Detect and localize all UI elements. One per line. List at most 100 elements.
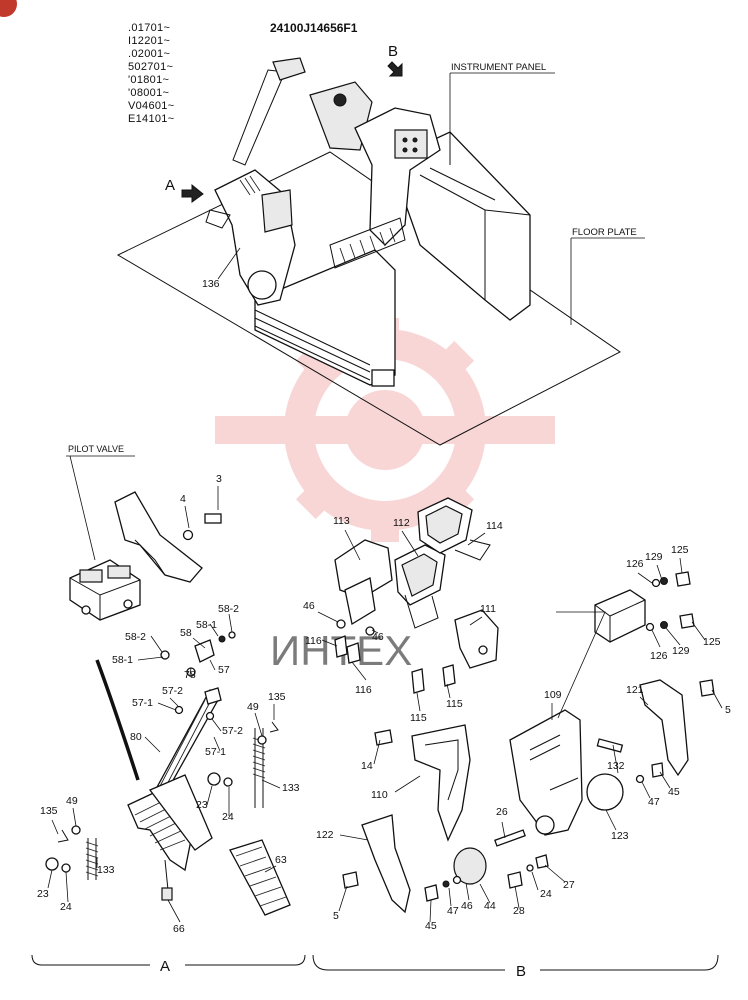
pedal-pad-tread [235, 846, 287, 907]
part-number: 57-2 [222, 725, 243, 737]
serial-range: '01801~ [128, 74, 169, 86]
part-number: 78 [184, 669, 196, 681]
part-number: 49 [247, 701, 259, 713]
svg-text:B: B [516, 963, 526, 980]
part-number: 129 [672, 645, 690, 657]
part-number: 115 [410, 712, 427, 724]
serial-range: I12201~ [128, 35, 170, 47]
part-number: 132 [607, 760, 625, 772]
part-number: 23 [37, 888, 49, 900]
part-number: 24 [60, 901, 72, 913]
part-number: 58-2 [218, 603, 239, 615]
part-number: 3 [216, 473, 222, 485]
serial-range: E14101~ [128, 113, 174, 125]
part-number: 133 [97, 864, 115, 876]
part-number: 123 [611, 830, 629, 842]
pilot-valve-label: PILOT VALVE [68, 444, 124, 454]
floor-plate-label: FLOOR PLATE [572, 227, 637, 238]
view-arrow-b: B [387, 43, 403, 77]
part-number: 49 [66, 795, 78, 807]
part-number: 45 [668, 786, 680, 798]
part-number: 5 [725, 704, 731, 716]
part-number: 58-2 [125, 631, 146, 643]
bracket-assembly-b [334, 497, 715, 914]
part-number: 46 [303, 600, 315, 612]
part-number: 116 [305, 635, 322, 647]
part-number: 58-1 [196, 619, 217, 631]
part-number: 24 [540, 888, 552, 900]
pedal-assembly-a [45, 631, 279, 901]
part-number: 46 [372, 631, 384, 643]
part-number: 58-1 [112, 654, 133, 666]
washer-part [182, 529, 194, 541]
pin-part [596, 738, 624, 753]
part-number: 58 [180, 627, 192, 639]
part-number: 47 [447, 905, 459, 917]
part-number: 135 [40, 805, 58, 817]
arrow-right-icon [181, 183, 204, 203]
part-number: 57 [218, 664, 230, 676]
part-number: 126 [650, 650, 668, 662]
section-brace-a: A [31, 954, 306, 975]
part-number: 57-1 [132, 697, 153, 709]
arrow-down-left-icon [387, 61, 403, 77]
section-brace-b: B [312, 954, 719, 980]
page-corner-badge [0, 0, 17, 17]
part-number: 113 [333, 515, 350, 527]
part-number: 80 [130, 731, 142, 743]
serial-range-list: .01701~ I12201~ .02001~ 502701~ '01801~ … [128, 22, 174, 125]
part-number: 109 [544, 689, 562, 701]
part-number: 129 [645, 551, 663, 563]
svg-text:A: A [165, 177, 175, 194]
pedal-pad-part [229, 839, 291, 916]
document-id: 24100J14656F1 [270, 21, 358, 35]
part-number: 115 [446, 698, 463, 710]
pin-part [494, 829, 526, 847]
part-number: 28 [513, 905, 525, 917]
serial-range: 502701~ [128, 61, 173, 73]
part-number: 57-2 [162, 685, 183, 697]
part-number: 116 [355, 684, 372, 696]
cover-plate-part [453, 847, 487, 885]
part-number: 135 [268, 691, 286, 703]
part-number: 110 [371, 789, 388, 801]
svg-text:A: A [160, 958, 170, 975]
serial-range: .02001~ [128, 48, 170, 60]
bolt-part [204, 513, 222, 524]
serial-range: .01701~ [128, 22, 170, 34]
part-number: 133 [282, 782, 300, 794]
part-number: 27 [563, 879, 575, 891]
part-number: 122 [316, 829, 334, 841]
part-number: 63 [275, 854, 287, 866]
part-number: 125 [671, 544, 689, 556]
part-number: 5 [333, 910, 339, 922]
watermark-gear-logo [215, 318, 555, 542]
serial-range: '08001~ [128, 87, 169, 99]
cover-disc-part [586, 773, 624, 811]
instrument-panel-label: INSTRUMENT PANEL [451, 62, 546, 73]
part-number: 45 [425, 920, 437, 932]
part-number: 44 [484, 900, 496, 912]
part-number: 23 [196, 799, 208, 811]
part-number: 4 [180, 493, 186, 505]
svg-text:B: B [388, 43, 398, 60]
part-number: 136 [202, 278, 220, 290]
pilot-valve-part [69, 491, 203, 621]
part-number: 112 [393, 517, 410, 529]
serial-range: V04601~ [128, 100, 174, 112]
part-number: 57-1 [205, 746, 226, 758]
part-number: 114 [486, 520, 503, 532]
part-number: 66 [173, 923, 185, 935]
part-number: 26 [496, 806, 508, 818]
part-number: 46 [461, 900, 473, 912]
part-number: 121 [626, 684, 644, 696]
part-number: 47 [648, 796, 660, 808]
part-number: 111 [480, 603, 496, 615]
part-number: 125 [703, 636, 721, 648]
floor-plate-assembly [116, 57, 621, 446]
view-arrow-a: A [165, 177, 204, 203]
part-number: 24 [222, 811, 234, 823]
part-number: 14 [361, 760, 373, 772]
part-number: 126 [626, 558, 644, 570]
